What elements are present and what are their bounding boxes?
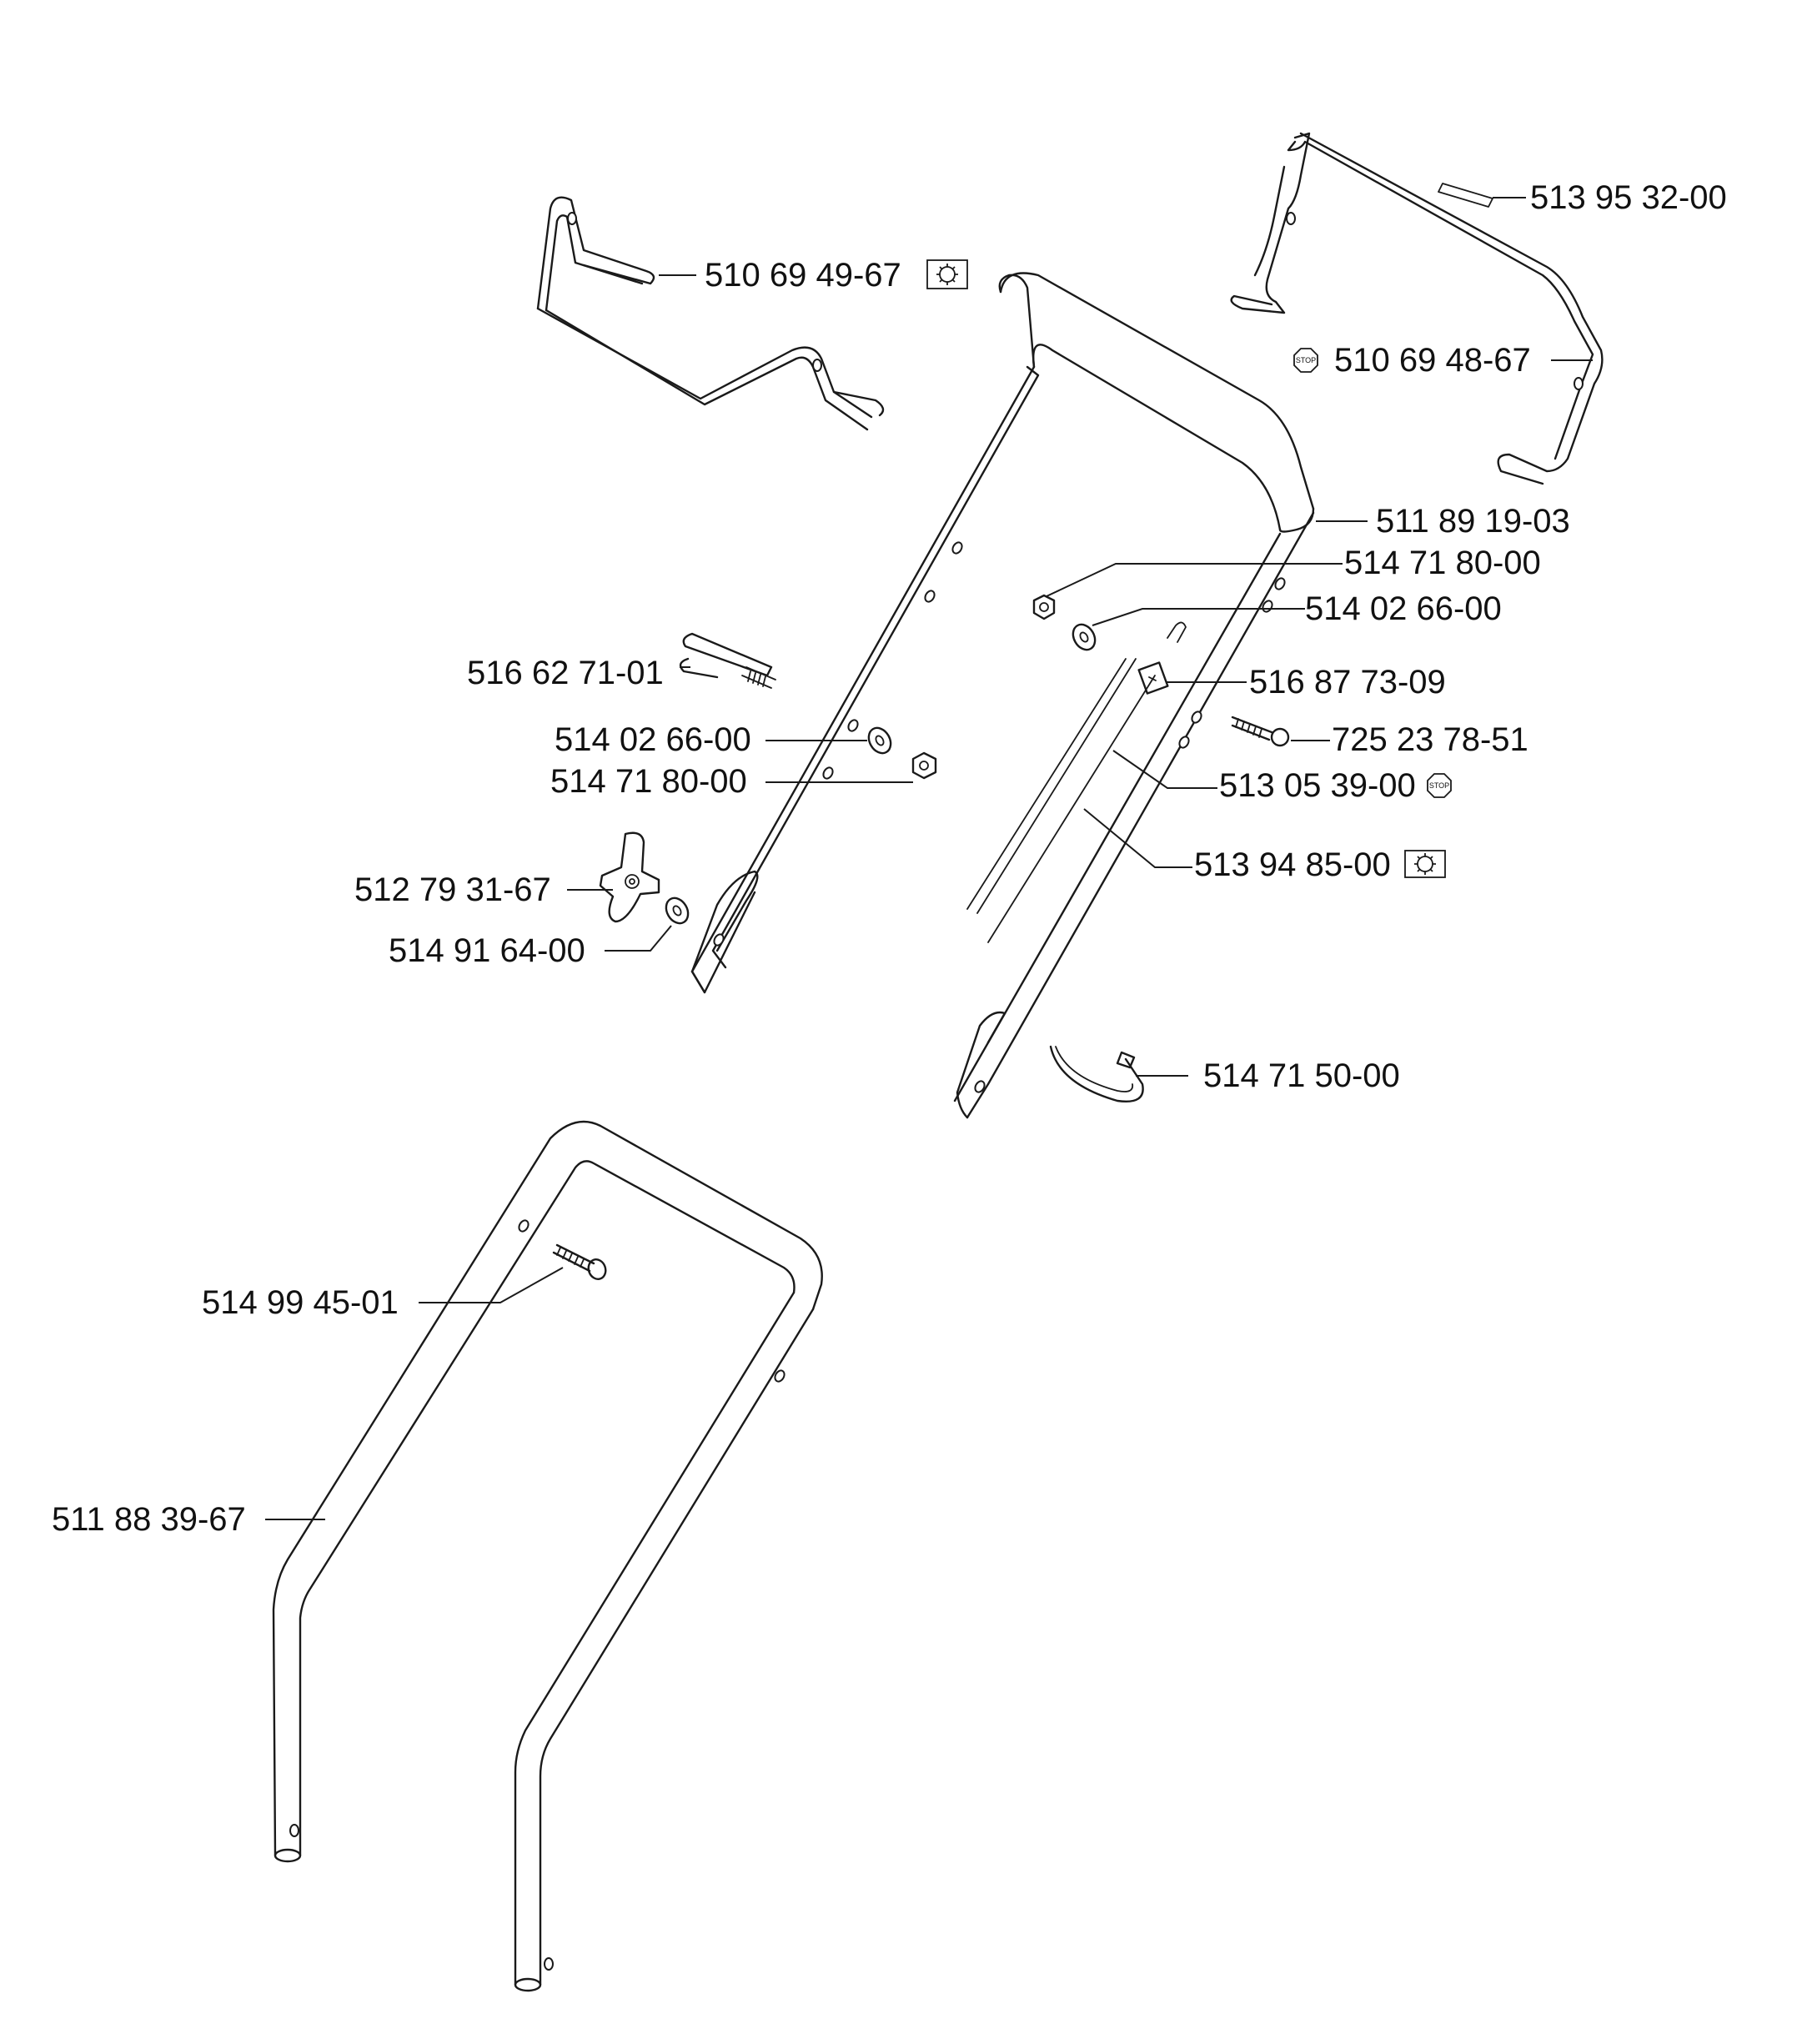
washer-left [867,726,892,755]
bolt-right [1231,716,1290,747]
control-bar-left [536,196,885,431]
svg-text:STOP: STOP [1429,781,1449,790]
label-514-71-80-00-a: 514 71 80-00 [1344,545,1541,581]
label-510-69-48-67: 510 69 48-67 [1334,342,1531,379]
control-cable [966,658,1127,910]
label-513-94-85-00: 513 94 85-00 [1194,846,1391,883]
control-bar-right [1230,132,1604,485]
label-514-91-64-00: 514 91 64-00 [389,932,585,969]
locking-pin [679,632,776,689]
bolt-lower [552,1243,607,1280]
leader-lines [265,197,1593,1520]
washer-right [1072,623,1097,651]
label-514-71-80-00-b: 514 71 80-00 [550,763,747,800]
cable-tie [1049,1045,1144,1102]
label-725-23-78-51: 725 23 78-51 [1332,721,1528,758]
label-513-95-32-00: 513 95 32-00 [1530,179,1727,216]
nut-right [1032,594,1056,620]
svg-text:STOP: STOP [1296,356,1316,364]
label-514-99-45-01: 514 99 45-01 [202,1284,399,1321]
label-512-79-31-67: 512 79 31-67 [354,871,551,908]
stop-octagon-icon: STOP [1427,773,1452,798]
label-511-89-19-03: 511 89 19-03 [1376,503,1570,540]
label-510-69-49-67: 510 69 49-67 [705,257,901,294]
label-516-62-71-01: 516 62 71-01 [467,655,664,691]
handle-knob [599,831,660,923]
stop-octagon-icon: STOP [1293,348,1318,373]
part-labels: 513 95 32-00 510 69 49-67 510 69 48-67 5… [52,179,1727,1538]
washer-small [665,896,690,925]
gear-box-icon [926,259,968,289]
label-514-02-66-00-b: 514 02 66-00 [555,721,751,758]
label-516-87-73-09: 516 87 73-09 [1249,664,1446,701]
label-511-88-39-67: 511 88 39-67 [52,1501,246,1538]
label-514-71-50-00: 514 71 50-00 [1203,1057,1400,1094]
label-513-05-39-00: 513 05 39-00 [1219,767,1416,804]
label-514-02-66-00-a: 514 02 66-00 [1305,590,1502,627]
upper-handle [690,272,1315,1119]
nut-left [911,751,937,780]
gear-box-icon [1404,850,1446,878]
decal-strip [1438,183,1493,208]
lower-handle [272,1120,823,1992]
